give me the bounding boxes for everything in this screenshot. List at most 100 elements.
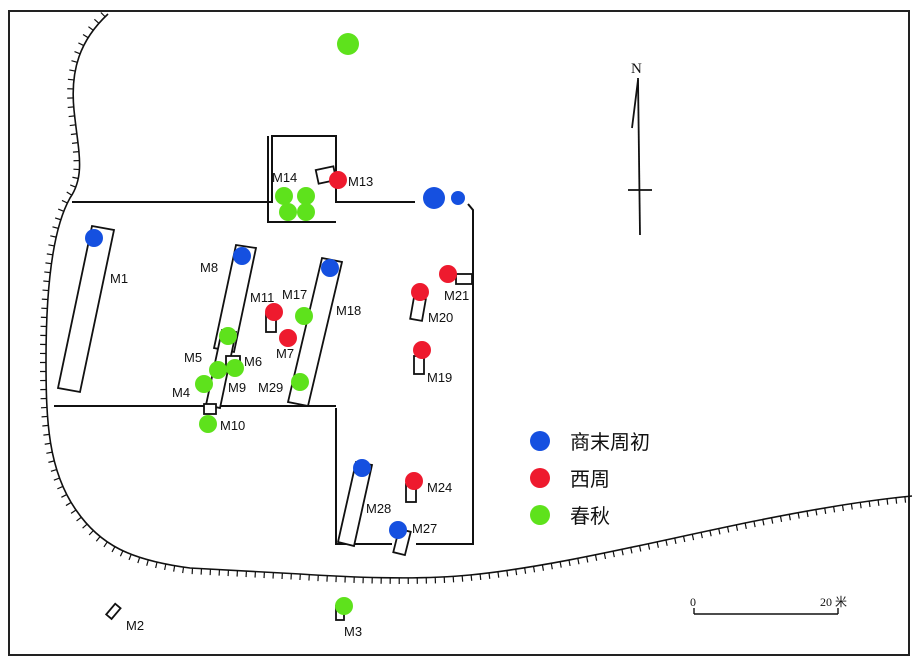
terrain-edge-tick — [665, 539, 668, 546]
terrain-edge-tick — [71, 60, 78, 63]
terrain-edge-tick — [797, 512, 800, 519]
terrain-edge-tick — [69, 124, 76, 127]
terrain-edge-tick — [735, 524, 739, 531]
tomb-label-m18: M18 — [336, 303, 361, 318]
tomb-label-m13: M13 — [348, 174, 373, 189]
tomb-label-m14: M14 — [272, 170, 297, 185]
terrain-edge-ticks — [40, 12, 907, 584]
terrain-edge-tick — [88, 530, 94, 536]
north-arrow: N — [628, 61, 652, 236]
terrain-edge-tick — [155, 562, 158, 569]
period-marker-m19 — [413, 341, 431, 359]
terrain-edge-tick — [718, 528, 721, 535]
terrain-edge-tick — [69, 69, 76, 72]
terrain-edge-tick — [46, 253, 53, 256]
period-marker-m20 — [411, 283, 429, 301]
tomb-label-m6: M6 — [244, 354, 262, 369]
terrain-edge-tick — [541, 564, 545, 571]
terrain-edge-tick — [43, 433, 50, 436]
terrain-edge-tick — [700, 532, 703, 539]
tomb-label-m11: M11 — [250, 290, 274, 305]
terrain-edge-tick — [461, 575, 464, 582]
scale-bar-start-label: 0 — [690, 595, 696, 609]
scale-bar: 0 20 米 — [690, 595, 847, 615]
tomb-label-m20: M20 — [428, 310, 453, 325]
terrain-edge-tick — [577, 558, 580, 565]
north-arrow-label: N — [631, 61, 642, 77]
terrain-edge-tick — [886, 498, 889, 505]
terrain-edge-tick — [45, 262, 52, 265]
terrain-edge-tick — [65, 501, 72, 507]
legend: 商末周初 西周 春秋 — [530, 430, 650, 528]
terrain-edge-tick — [173, 565, 176, 572]
terrain-edge-tick — [638, 545, 642, 552]
terrain-edge-tick — [674, 537, 677, 545]
terrain-edge-tick — [70, 509, 77, 514]
terrain-edge-tick — [806, 510, 809, 518]
terrain-edge-tick — [532, 566, 536, 573]
period-marker-m6 — [226, 359, 244, 377]
terrain-edge-tick — [603, 552, 607, 560]
terrain-edge-tick — [550, 563, 553, 570]
period-marker-m27 — [389, 521, 407, 539]
legend-marker-xi-zhou — [530, 468, 550, 488]
terrain-edge-tick — [895, 497, 898, 504]
terrain-edge-tick — [904, 496, 907, 503]
period-marker-m8 — [233, 247, 251, 265]
period-marker-m3 — [335, 597, 353, 615]
terrain-edge-tick — [103, 541, 108, 548]
period-markers — [85, 33, 465, 615]
terrain-edge-tick — [850, 503, 853, 510]
terrain-edge-tick — [57, 208, 65, 212]
terrain-edge-tick — [72, 176, 79, 180]
period-marker-unlabeled — [451, 191, 465, 205]
terrain-edge-tick — [868, 500, 871, 508]
tomb-pits — [56, 165, 473, 621]
legend-marker-chun-qiu — [530, 505, 550, 525]
terrain-edge-tick — [137, 557, 141, 564]
terrain-edge-tick — [44, 271, 51, 274]
terrain-edge-tick — [753, 521, 756, 528]
terrain-edge-tick — [726, 526, 730, 533]
terrain-edge-tick — [61, 199, 68, 204]
north-arrow-shaft — [637, 77, 641, 236]
terrain-edge-tick — [94, 18, 100, 24]
tomb-pit-m18 — [286, 256, 344, 408]
terrain-edge-tick — [691, 534, 695, 541]
terrain-edge-tick — [841, 504, 844, 512]
period-marker-m28 — [353, 459, 371, 477]
terrain-edge-tick — [76, 516, 82, 522]
terrain-edge-tick — [43, 280, 50, 283]
tomb-label-m19: M19 — [427, 370, 452, 385]
period-marker-m9 — [219, 327, 237, 345]
tomb-label-m1: M1 — [110, 271, 128, 286]
terrain-edge-tick — [52, 226, 59, 229]
terrain-edge-tick — [78, 42, 85, 47]
legend-marker-shang-zhou — [530, 431, 550, 451]
excavation-outline-main — [54, 135, 474, 545]
terrain-edge-tick — [744, 522, 747, 530]
terrain-edge-tick — [859, 502, 862, 509]
terrain-edge-tick — [568, 559, 571, 567]
terrain-edge-tick — [182, 567, 185, 574]
terrain-edge-tick — [506, 570, 509, 577]
period-marker-unlabeled — [337, 33, 359, 55]
period-marker-m14 — [297, 203, 315, 221]
terrain-edge-tick — [771, 517, 774, 524]
tomb-pit-m10 — [203, 403, 217, 415]
legend-label-xi-zhou: 西周 — [570, 467, 610, 491]
terrain-edge-tick — [621, 549, 624, 556]
tomb-label-m10: M10 — [220, 418, 245, 433]
terrain-edge-tick — [74, 51, 81, 55]
terrain-edge-tick — [46, 451, 53, 454]
scale-bar-line — [693, 608, 839, 615]
period-marker-m1 — [85, 229, 103, 247]
terrain-edge-tick — [128, 554, 132, 561]
tomb-label-m3: M3 — [344, 624, 362, 639]
legend-label-shang-zhou: 商末周初 — [570, 430, 650, 454]
scale-bar-end-label: 20 米 — [820, 595, 847, 609]
period-marker-m14 — [279, 203, 297, 221]
terrain-edge-tick — [61, 494, 67, 498]
terrain-edge-tick — [524, 567, 527, 574]
excavation-outline-m14-box — [267, 136, 336, 223]
